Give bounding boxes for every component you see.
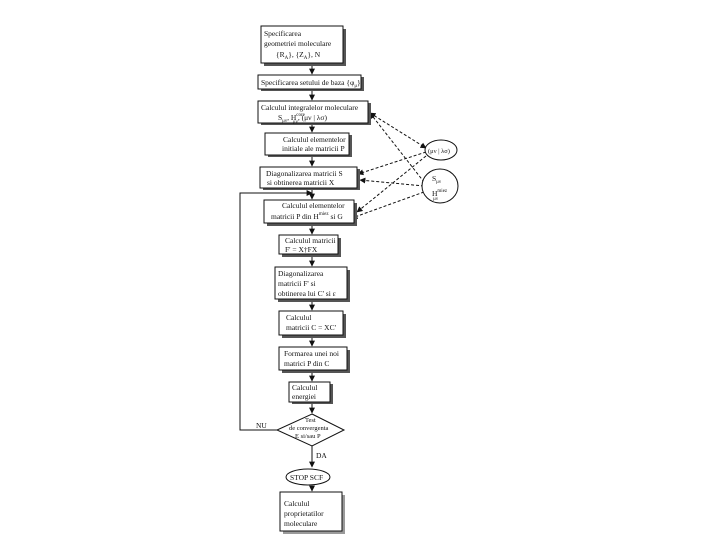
side-dashed-arrows <box>351 112 427 219</box>
decision-line-2: de convergenta <box>289 425 329 432</box>
step-6-line-2: matricii P din Hmiez si G <box>271 212 343 221</box>
step-1-line-3: {RA}, {ZA}, N <box>276 50 321 61</box>
step-11-line-1: Calculul <box>292 383 317 392</box>
step-4-line-2: initiale ale matricii P <box>282 144 345 153</box>
step-geometry-specification: Specificarea geometriei moleculare {RA},… <box>260 25 346 66</box>
no-label: NU <box>256 421 267 430</box>
decision-line-3: E si/sau P <box>295 433 321 440</box>
final-line-1: Calculul <box>284 499 309 508</box>
step-basis-set: Specificarea setului de baza {φμ} <box>257 74 364 91</box>
step-f-prime-matrix: Calculul matricii F' = X†FX <box>278 234 341 257</box>
step-8-line-3: obtinerea lui C' si ε <box>278 289 336 298</box>
stop-scf-terminal: STOP SCF <box>285 468 331 486</box>
step-initial-p-matrix: Calculul elementelor initiale ale matric… <box>264 132 352 157</box>
step-energy: Calculul energiei <box>288 381 333 404</box>
step-5-line-2: si obtinerea matricii X <box>267 178 335 187</box>
step-c-matrix: Calculul matricii C = XC' <box>278 310 346 338</box>
stop-label: STOP SCF <box>290 473 323 482</box>
decision-line-1: Test <box>305 417 316 424</box>
final-line-3: moleculare <box>284 519 318 528</box>
final-line-2: proprietatilor <box>284 509 324 518</box>
step-p-matrix-elements: Calculul elementelor matricii P din Hmie… <box>263 199 357 226</box>
step-6-line-1: Calculul elementelor <box>282 201 345 210</box>
convergence-test-diamond: Test de convergenta E si/sau P <box>275 413 346 447</box>
step-1-line-1: Specificarea <box>264 29 302 38</box>
step-3-line-1: Calculul integralelor moleculare <box>261 103 359 112</box>
step-1-line-2: geometriei moleculare <box>264 39 332 48</box>
step-molecular-integrals: Calculul integralelor moleculare Sμν, Hc… <box>257 100 371 125</box>
loop-back-line <box>239 190 313 431</box>
step-10-line-2: matrici P din C <box>284 359 329 368</box>
step-molecular-properties: Calculul proprietatilor moleculare <box>279 491 345 534</box>
step-new-p-matrix: Formarea unei noi matrici P din C <box>278 346 350 373</box>
step-9-line-2: matricii C = XC' <box>286 323 337 332</box>
step-diagonalize-s: Diagonalizarea matricii S si obtinerea m… <box>259 166 360 190</box>
step-7-line-2: F' = X†FX <box>285 245 318 254</box>
side-s-matrix: Sμν <box>432 174 442 185</box>
step-11-line-2: energiei <box>292 392 316 401</box>
step-10-line-1: Formarea unei noi <box>284 349 339 358</box>
step-2-text: Specificarea setului de baza {φμ} <box>261 78 361 89</box>
step-4-line-1: Calculul elementelor <box>283 135 346 144</box>
step-diagonalize-f-prime: Diagonalizarea matricii F' si obtinerea … <box>274 266 350 302</box>
step-7-line-1: Calculul matricii <box>285 236 336 245</box>
step-8-line-1: Diagonalizarea <box>278 269 324 278</box>
step-8-line-2: matricii F' si <box>278 279 316 288</box>
step-5-line-1: Diagonalizarea matricii S <box>266 169 343 178</box>
step-9-line-1: Calculul <box>286 313 311 322</box>
yes-label: DA <box>316 451 327 460</box>
side-integral-oval: (μν | λσ) <box>424 139 458 161</box>
side-integral-text: (μν | λσ) <box>428 148 450 155</box>
